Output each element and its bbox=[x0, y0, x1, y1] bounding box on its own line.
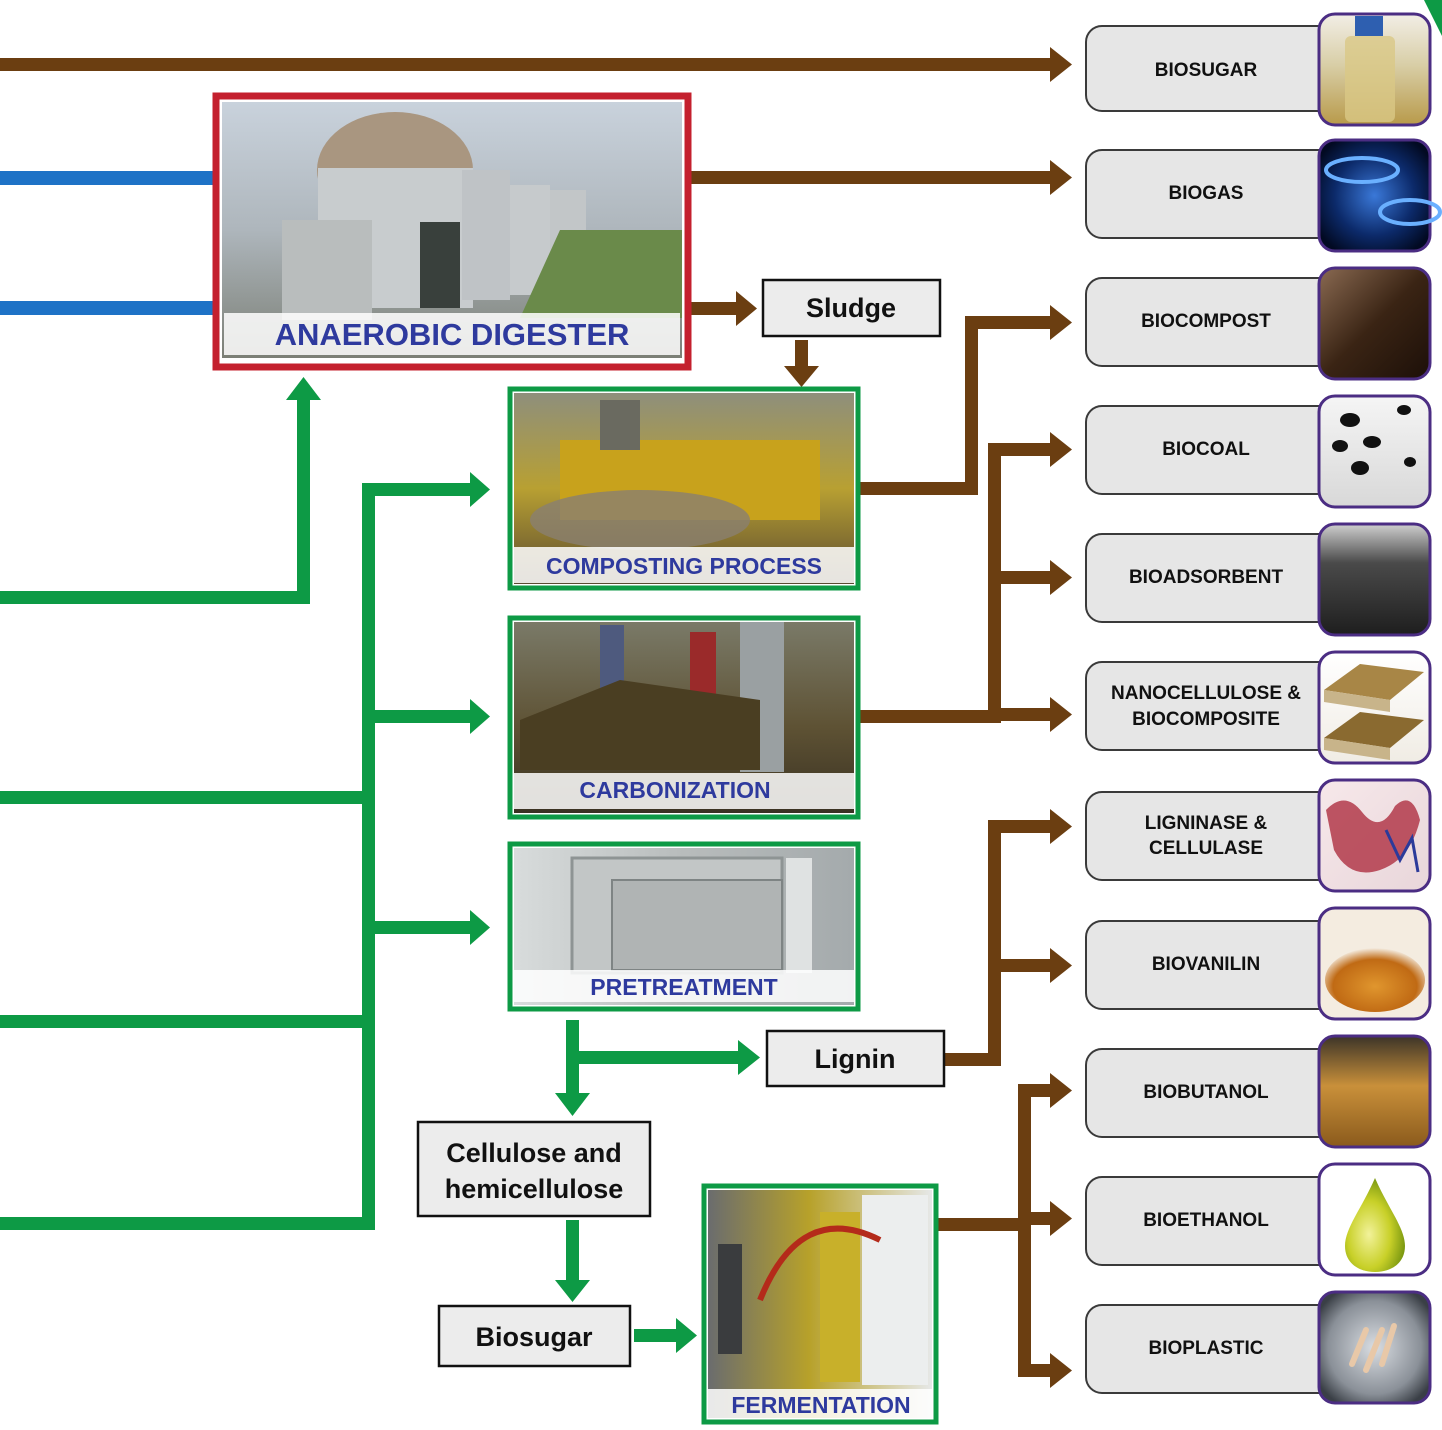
feed-line-biosugar bbox=[0, 47, 1072, 82]
biosugar-box: Biosugar bbox=[437, 1304, 632, 1368]
product-label: BIOADSORBENT bbox=[1129, 567, 1284, 588]
carbonization-label: CARBONIZATION bbox=[579, 777, 770, 803]
adsorbent-tray-photo bbox=[1317, 522, 1432, 637]
lignin-box: Lignin bbox=[765, 1029, 946, 1088]
bottles-photo bbox=[1317, 1034, 1432, 1149]
product-label: BIOETHANOL bbox=[1143, 1210, 1269, 1231]
feed-line-green-digester bbox=[0, 377, 321, 604]
sludge-label: Sludge bbox=[806, 293, 896, 323]
arrow-biosugar-to-fermentation bbox=[634, 1318, 697, 1353]
arrow-fermentation-to-products bbox=[936, 1073, 1072, 1388]
cellulose-label-line2: hemicellulose bbox=[445, 1174, 624, 1204]
carbonization-box: CARBONIZATION bbox=[507, 615, 861, 820]
anaerobic-digester-label: ANAEROBIC DIGESTER bbox=[275, 317, 630, 352]
product-label: BIOPLASTIC bbox=[1148, 1338, 1263, 1359]
gas-flame-photo bbox=[1317, 138, 1432, 253]
feed-line-blue-bottom bbox=[0, 301, 222, 315]
composting-process-box: COMPOSTING PROCESS bbox=[507, 386, 861, 591]
arrow-sludge-to-composting bbox=[784, 340, 819, 387]
cellulose-hemicellulose-box: Cellulose and hemicellulose bbox=[416, 1120, 652, 1218]
product-label: BIOBUTANOL bbox=[1143, 1082, 1269, 1103]
product-bioadsorbent: BIOADSORBENT bbox=[1085, 522, 1432, 637]
product-biocoal: BIOCOAL bbox=[1085, 394, 1432, 509]
product-ligninase-cellulase: LIGNINASE & CELLULASE bbox=[1085, 778, 1432, 893]
biosugar-intermediate-label: Biosugar bbox=[475, 1322, 593, 1352]
product-biocompost: BIOCOMPOST bbox=[1085, 266, 1432, 381]
feed-line-blue-top bbox=[0, 171, 222, 185]
product-label: BIOGAS bbox=[1169, 183, 1244, 204]
anaerobic-digester-box: ANAEROBIC DIGESTER bbox=[212, 92, 692, 371]
product-label: BIOCOAL bbox=[1162, 439, 1250, 460]
pretreatment-label: PRETREATMENT bbox=[590, 974, 777, 1000]
product-bioethanol: BIOETHANOL bbox=[1085, 1162, 1432, 1277]
product-bioplastic: BIOPLASTIC bbox=[1085, 1290, 1432, 1405]
arrow-digester-to-sludge bbox=[690, 291, 757, 326]
product-label: BIOSUGAR bbox=[1155, 60, 1258, 81]
product-biosugar: BIOSUGAR bbox=[1085, 12, 1432, 127]
arrow-pretreatment-outputs bbox=[555, 1020, 760, 1116]
product-label-line2: CELLULASE bbox=[1149, 838, 1263, 859]
arrow-digester-to-biogas bbox=[690, 160, 1072, 195]
product-biogas: BIOGAS bbox=[1085, 138, 1442, 253]
lignin-label: Lignin bbox=[815, 1044, 896, 1074]
corner-decoration bbox=[1424, 0, 1442, 36]
product-label: BIOVANILIN bbox=[1152, 954, 1260, 975]
product-label-line1: NANOCELLULOSE & bbox=[1111, 683, 1301, 704]
connectors bbox=[0, 0, 1442, 1388]
arrow-lignin-to-products bbox=[943, 809, 1072, 1066]
pretreatment-box: PRETREATMENT bbox=[507, 841, 861, 1012]
compost-photo bbox=[1317, 266, 1432, 381]
product-label: BIOCOMPOST bbox=[1141, 311, 1271, 332]
product-biovanilin: BIOVANILIN bbox=[1085, 906, 1432, 1021]
arrow-cellulose-to-biosugar bbox=[555, 1220, 590, 1302]
coal-photo bbox=[1317, 394, 1432, 509]
cellulose-label-line1: Cellulose and bbox=[446, 1138, 622, 1168]
composting-process-label: COMPOSTING PROCESS bbox=[546, 553, 822, 579]
product-label-line2: BIOCOMPOSITE bbox=[1132, 709, 1280, 730]
fermentation-box: FERMENTATION bbox=[701, 1183, 939, 1425]
feed-line-green-trunk bbox=[0, 472, 490, 1230]
sludge-box: Sludge bbox=[761, 278, 942, 338]
product-biobutanol: BIOBUTANOL bbox=[1085, 1034, 1432, 1149]
product-nanocellulose-biocomposite: NANOCELLULOSE & BIOCOMPOSITE bbox=[1085, 650, 1432, 765]
fermentation-label: FERMENTATION bbox=[731, 1392, 910, 1418]
arrow-carbonization-to-products bbox=[858, 432, 1072, 732]
arrow-composting-to-biocompost bbox=[858, 305, 1072, 495]
product-label-line1: LIGNINASE & bbox=[1145, 813, 1268, 834]
